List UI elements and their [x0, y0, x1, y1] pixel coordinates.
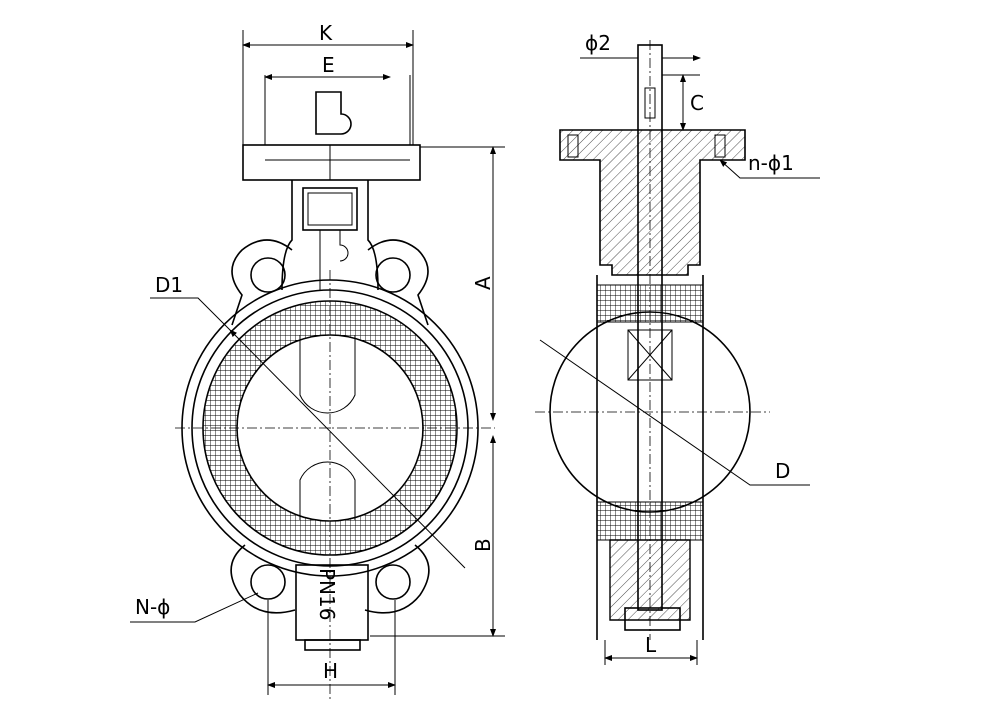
dim-L-label: L — [645, 633, 657, 657]
dim-D1-label: D1 — [155, 273, 183, 297]
dim-D-label: D — [775, 459, 790, 483]
dim-A-label: A — [471, 276, 495, 290]
pressure-rating-label: PN16 — [315, 568, 339, 620]
dim-N-phi-label: N-ϕ — [135, 595, 170, 619]
bolt-hole — [375, 257, 411, 293]
bolt-hole — [250, 564, 286, 600]
bolt-hole — [375, 564, 411, 600]
bottom-plug — [624, 607, 681, 631]
bottom-boss: PN16 — [295, 564, 369, 651]
side-dimensions: ϕ2 C n-ϕ1 D L — [539, 31, 820, 665]
dim-K-label: K — [319, 21, 333, 45]
dim-phi2-label: ϕ2 — [585, 31, 611, 55]
actuator-head — [242, 75, 421, 181]
dim-C-label: C — [690, 91, 704, 115]
dim-B-label: B — [471, 538, 495, 552]
top-flange — [559, 129, 746, 276]
front-view: PN16 K E A B D1 N-ϕ H — [130, 21, 505, 700]
dim-E-label: E — [322, 53, 335, 77]
lugs — [230, 239, 430, 614]
dim-H-label: H — [323, 659, 338, 683]
dim-n-phi1-label: n-ϕ1 — [748, 151, 794, 175]
bolt-hole — [250, 257, 286, 293]
front-dimensions: K E A B D1 N-ϕ H — [130, 21, 505, 695]
side-view: ϕ2 C n-ϕ1 D L — [535, 31, 820, 665]
